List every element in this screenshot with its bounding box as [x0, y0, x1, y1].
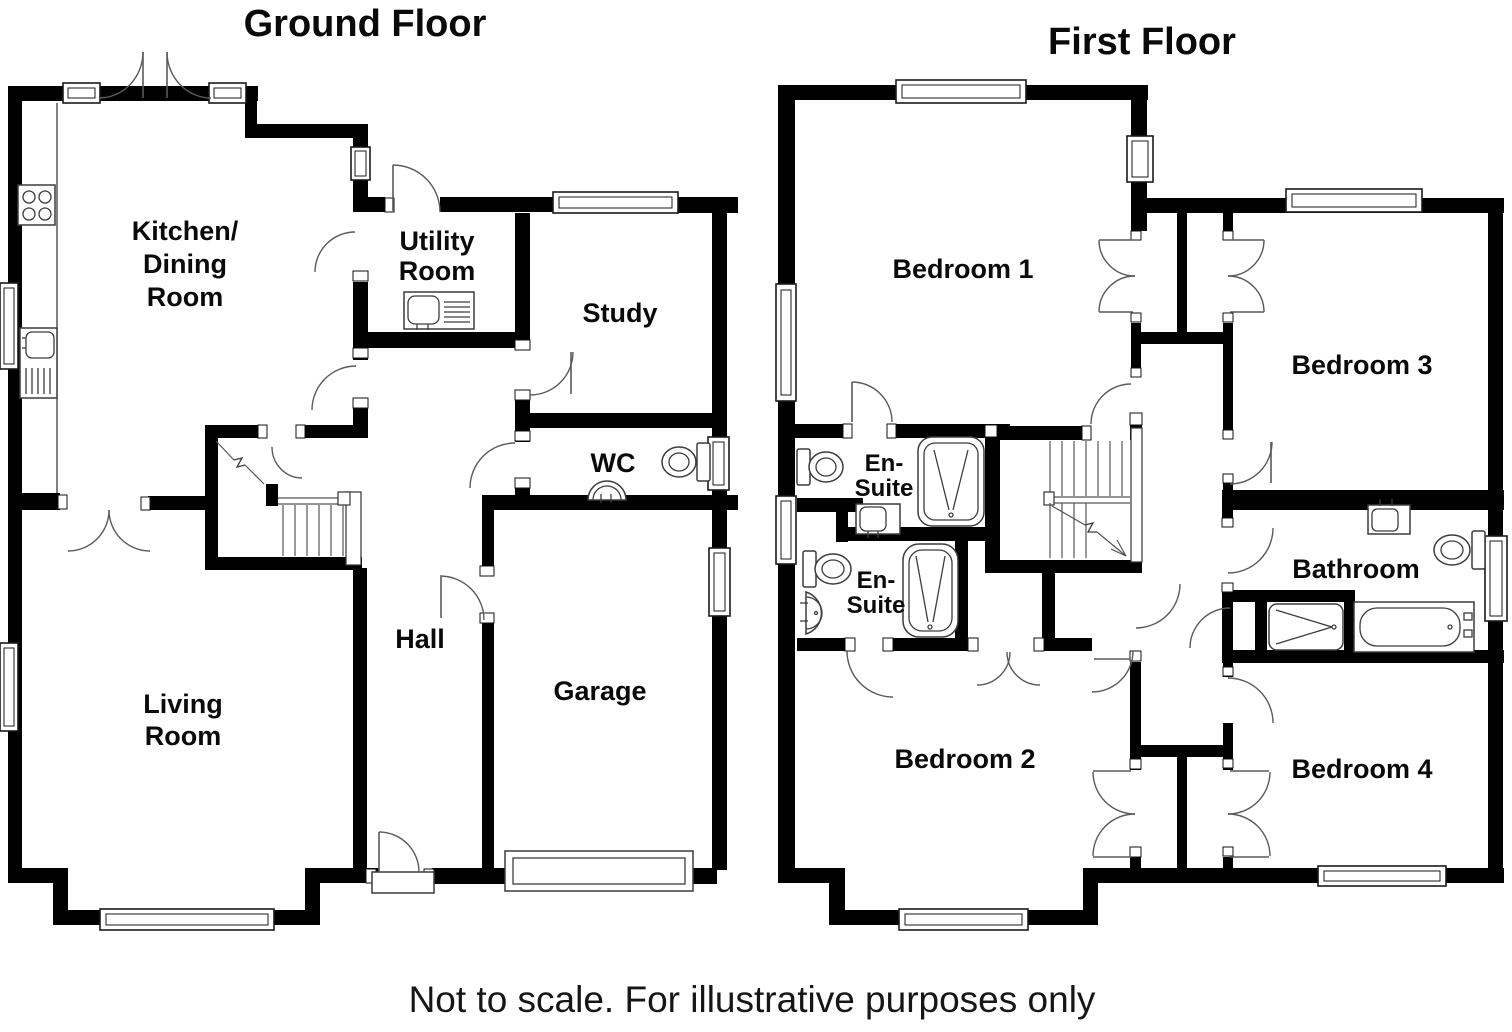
window-garage-right	[708, 547, 731, 617]
window-kitchen-top-right	[208, 82, 247, 104]
label-ensuite2-line2: Suite	[847, 592, 906, 619]
ensuite2-toilet	[802, 550, 852, 588]
ensuite1-shower	[917, 436, 985, 527]
wc-toilet	[661, 442, 711, 482]
french-doors-kitchen-living	[67, 509, 151, 552]
ensuite1-basin	[855, 503, 901, 538]
ensuite1-toilet	[796, 448, 844, 486]
label-ensuite1-line2: Suite	[855, 475, 914, 502]
door-hall-garage	[439, 575, 485, 621]
kitchen-sink	[19, 327, 58, 399]
closet-doors-bedroom4	[1227, 770, 1271, 858]
ground-floor-fixtures	[17, 103, 711, 503]
window-kitchen-right	[350, 146, 371, 181]
ensuite2-basin	[800, 590, 823, 636]
ground-floor-doors	[67, 51, 694, 894]
label-bedroom4: Bedroom 4	[1291, 754, 1432, 784]
closet-doors-bedroom1	[1098, 239, 1136, 313]
window-bathroom-right	[1484, 535, 1508, 622]
first-floor-stairs	[1043, 427, 1143, 563]
label-kitchen-line3: Room	[147, 282, 224, 312]
label-ensuite1-line1: En-	[865, 450, 904, 477]
window-wc-right	[707, 436, 730, 491]
label-hall: Hall	[395, 624, 445, 654]
window-ensuite-left	[775, 495, 797, 565]
window-kitchen-top-left	[62, 82, 101, 104]
first-floor-windows	[775, 79, 1508, 931]
back-door-utility	[392, 164, 441, 213]
window-kitchen-left	[0, 282, 19, 370]
door-kitchen-utility	[314, 231, 356, 273]
stairs-direction-line	[215, 440, 265, 485]
label-bedroom2: Bedroom 2	[894, 744, 1035, 774]
ground-floor-title: Ground Floor	[244, 3, 487, 45]
label-ensuite2-line1: En-	[857, 567, 896, 594]
door-bedroom4	[1227, 677, 1274, 724]
garage-door	[504, 850, 694, 892]
door-stairs-cupboard	[271, 446, 303, 479]
closet-doors-bedroom3	[1227, 239, 1265, 313]
bathroom-shower	[1268, 603, 1344, 651]
first-floor-door-jambs	[842, 230, 1234, 858]
front-door	[371, 831, 435, 894]
closet-doors-bedroom2	[1092, 770, 1136, 858]
window-bedroom1-right	[1126, 135, 1154, 183]
label-utility-line1: Utility	[399, 226, 474, 256]
label-kitchen-line2: Dining	[143, 249, 227, 279]
stairs-direction-arrow	[1051, 505, 1127, 557]
door-bedroom1	[1090, 383, 1132, 425]
window-study-top	[552, 191, 679, 214]
kitchen-hob	[17, 184, 56, 226]
first-floor-labels: First Floor Bedroom 1 Bedroom 3 En- Suit…	[847, 21, 1433, 784]
label-bedroom3: Bedroom 3	[1291, 350, 1432, 380]
label-study: Study	[582, 298, 657, 328]
door-bedroom2-single	[1091, 650, 1134, 693]
first-floor-plan: First Floor Bedroom 1 Bedroom 3 En- Suit…	[775, 21, 1508, 931]
door-ensuite1	[851, 381, 893, 423]
label-living-line1: Living	[143, 689, 223, 719]
door-wc	[469, 442, 516, 489]
window-bedroom1-left	[775, 283, 797, 402]
label-bathroom: Bathroom	[1292, 554, 1420, 584]
window-bedroom2-bay	[898, 908, 1029, 931]
first-floor-fixtures	[796, 436, 1486, 653]
window-bedroom3-top	[1285, 188, 1423, 213]
scale-disclaimer: Not to scale. For illustrative purposes …	[409, 979, 1096, 1020]
window-living-bay	[99, 908, 275, 931]
label-garage: Garage	[553, 676, 646, 706]
label-utility-line2: Room	[399, 256, 476, 286]
door-bathroom	[1227, 527, 1274, 574]
french-doors-kitchen-top	[98, 51, 212, 99]
ground-floor-stairs	[215, 440, 362, 566]
ground-floor-windows	[0, 82, 731, 931]
ground-floor-labels: Ground Floor Kitchen/ Dining Room Utilit…	[132, 3, 658, 751]
ground-floor-plan: Ground Floor Kitchen/ Dining Room Utilit…	[0, 3, 738, 931]
wc-basin	[587, 480, 627, 503]
utility-sink	[403, 291, 475, 330]
door-ensuite2	[846, 650, 894, 698]
label-kitchen-line1: Kitchen/	[132, 216, 239, 246]
label-wc: WC	[591, 448, 636, 478]
door-bedroom3	[1229, 441, 1273, 485]
label-living-line2: Room	[145, 721, 222, 751]
window-living-left	[0, 642, 19, 732]
door-landing-corridor	[1135, 583, 1181, 629]
first-floor-doors	[846, 239, 1274, 858]
label-bedroom1: Bedroom 1	[892, 254, 1033, 284]
first-floor-title: First Floor	[1048, 21, 1236, 63]
bathroom-toilet	[1433, 530, 1486, 570]
door-study	[529, 351, 574, 396]
double-doors-bedroom2	[976, 651, 1041, 686]
window-bedroom1-top	[895, 79, 1027, 104]
door-corridor-lower	[1189, 607, 1231, 649]
bathroom-basin	[1367, 499, 1411, 535]
door-kitchen-hall	[311, 365, 357, 411]
window-bedroom4-bottom	[1317, 865, 1447, 887]
bathroom-bathtub	[1353, 601, 1475, 653]
ensuite2-shower	[902, 543, 959, 638]
